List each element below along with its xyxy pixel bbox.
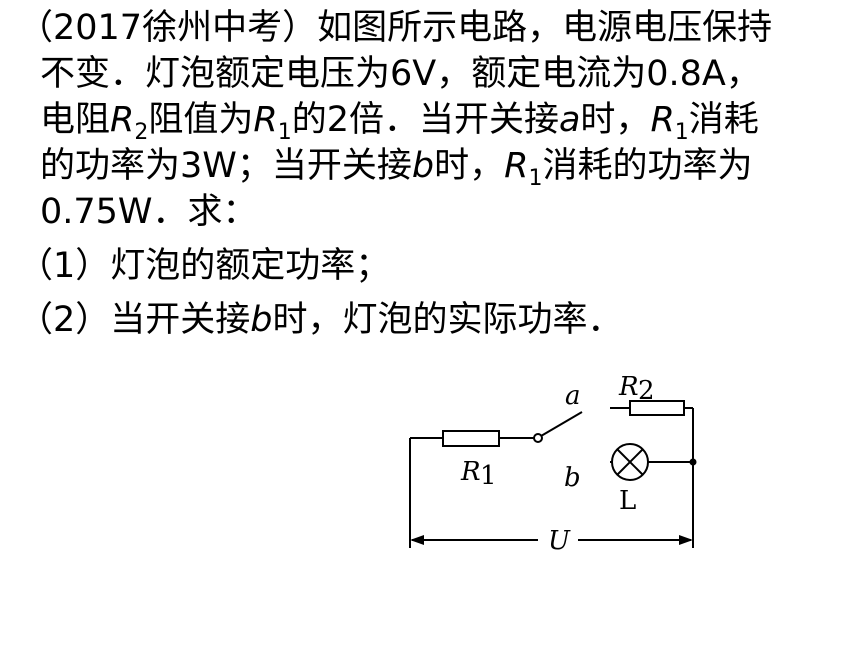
lamp-cross-2 — [616, 448, 644, 476]
problem-line-1: （2017徐州中考）如图所示电路，电源电压保持 — [18, 8, 773, 48]
label-r2: R — [618, 372, 639, 402]
label-r2-sub: 2 — [638, 376, 655, 406]
problem-line-5: 0.75W．求： — [40, 192, 258, 232]
question-2: （2）当开关接b时，灯泡的实际功率． — [18, 300, 623, 340]
u-arrowhead-right — [679, 535, 693, 545]
label-r1-sub: 1 — [480, 461, 497, 491]
label-a: a — [565, 381, 581, 411]
label-b: b — [564, 463, 581, 493]
resistor-r1 — [442, 430, 500, 447]
switch-blade — [540, 411, 583, 437]
label-r1: R — [460, 457, 481, 487]
problem-line-3: 电阻R2阻值为R1的2倍．当开关接a时，R1消耗 — [40, 100, 759, 145]
problem-line-4: 的功率为3W；当开关接b时，R1消耗的功率为 — [40, 146, 753, 191]
question-1: （1）灯泡的额定功率； — [18, 246, 391, 286]
u-arrowhead-left — [410, 535, 424, 545]
junction-dot — [689, 458, 697, 466]
label-l: L — [619, 486, 636, 516]
problem-line-2: 不变．灯泡额定电压为6V，额定电流为0.8A， — [40, 54, 761, 94]
switch-pivot — [533, 433, 543, 443]
label-u: U — [548, 526, 571, 556]
